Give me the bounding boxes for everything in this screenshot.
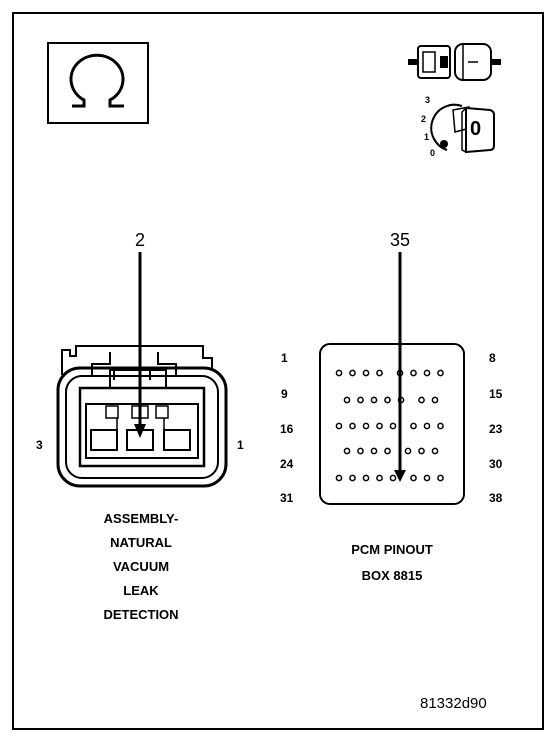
- nvld-title-line-4: LEAK: [123, 583, 159, 598]
- pcm-pin-33: [362, 474, 370, 482]
- pin-35-callout: 35: [389, 230, 411, 250]
- pcm-pin-3: [362, 369, 370, 377]
- pcm-pin-8: [437, 369, 444, 377]
- pcm-pin-18: [362, 422, 370, 430]
- pcm-pin-7: [423, 369, 431, 377]
- pcm-pin-9: [343, 396, 351, 404]
- nvld-pin-3-label: 3: [36, 438, 43, 452]
- pcm-row-3-start: 16: [280, 422, 294, 436]
- pcm-pin-31: [335, 474, 343, 482]
- ignition-position-1: 1: [424, 132, 430, 142]
- pcm-pin-6: [410, 369, 417, 377]
- pcm-pin-15: [431, 396, 439, 404]
- pcm-pin-23: [437, 422, 444, 430]
- pcm-pin-19: [376, 422, 383, 430]
- ignition-position-0: 0: [430, 148, 436, 158]
- nvld-title-line-1: ASSEMBLY-: [103, 511, 179, 526]
- diagram-frame: [12, 12, 544, 730]
- pcm-pin-14: [418, 396, 425, 404]
- pcm-row-4-end: 30: [489, 457, 503, 471]
- connector-disconnect-icon: [408, 43, 501, 81]
- pcm-pin-36: [410, 474, 417, 482]
- pcm-pin-1: [335, 369, 343, 377]
- pcm-pin-28: [404, 447, 412, 455]
- ignition-key-label: 0: [470, 118, 482, 140]
- pcm-pin-4: [376, 369, 383, 377]
- pcm-pin-16: [335, 422, 343, 430]
- pcm-row-5-end: 38: [489, 491, 503, 505]
- pcm-row-1-end: 8: [489, 351, 496, 365]
- pcm-pin-21: [410, 422, 417, 430]
- figure-reference: 81332d90: [420, 695, 487, 712]
- nvld-title-line-2: NATURAL: [110, 535, 172, 550]
- nvld-pin-1-label: 1: [237, 438, 244, 452]
- pcm-row-3-end: 23: [489, 422, 503, 436]
- pcm-pin-30: [431, 447, 439, 455]
- nvld-title-line-3: VACUUM: [112, 559, 170, 574]
- pcm-pin-38: [437, 474, 444, 482]
- pcm-row-4-start: 24: [280, 457, 294, 471]
- pcm-pin-17: [349, 422, 356, 430]
- pcm-row-2-start: 9: [281, 387, 288, 401]
- pcm-pin-20: [389, 422, 397, 430]
- pcm-pin-32: [349, 474, 356, 482]
- pcm-pin-34: [376, 474, 383, 482]
- ignition-position-2: 2: [421, 114, 427, 124]
- pcm-row-1-start: 1: [281, 351, 288, 365]
- pcm-pin-10: [357, 396, 364, 404]
- pcm-pin-35: [389, 474, 397, 482]
- ohm-symbol-icon: [47, 42, 149, 124]
- pcm-row-2-end: 15: [489, 387, 503, 401]
- pcm-pin-25: [357, 447, 364, 455]
- pcm-connector: [319, 343, 465, 505]
- pcm-pin-37: [423, 474, 431, 482]
- pin-35-callout-arrow: [394, 252, 406, 482]
- pcm-title-line-1: PCM PINOUT: [351, 542, 433, 557]
- pcm-pin-27: [384, 447, 391, 455]
- pcm-pin-2: [349, 369, 356, 377]
- nvld-title-line-5: DETECTION: [103, 607, 179, 622]
- pcm-row-5-start: 31: [280, 491, 294, 505]
- pcm-pin-26: [370, 447, 378, 455]
- pcm-pin-12: [384, 396, 391, 404]
- pcm-pin-11: [370, 396, 378, 404]
- pcm-pin-22: [423, 422, 431, 430]
- pin-2-callout: 2: [134, 230, 146, 250]
- ignition-position-3: 3: [425, 95, 431, 105]
- nvld-connector: [56, 345, 228, 488]
- pcm-pin-29: [418, 447, 425, 455]
- ignition-key-icon: [430, 103, 495, 154]
- pcm-title-line-2: BOX 8815: [361, 568, 423, 583]
- pcm-pin-24: [343, 447, 351, 455]
- pin-2-callout-arrow: [134, 252, 146, 438]
